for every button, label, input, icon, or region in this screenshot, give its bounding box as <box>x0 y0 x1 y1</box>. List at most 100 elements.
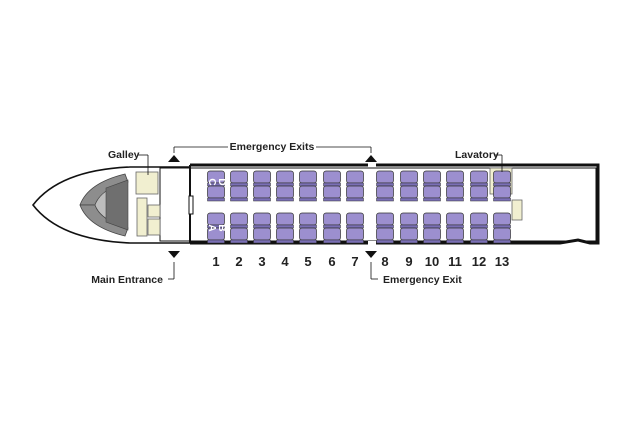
exit-arrow-up-icon <box>365 155 377 162</box>
seat-back <box>253 239 271 244</box>
seat-back <box>400 197 418 202</box>
seat[interactable] <box>323 185 341 202</box>
seat[interactable] <box>493 170 511 187</box>
seat[interactable] <box>446 170 464 187</box>
main-entrance-label: Main Entrance <box>91 274 163 286</box>
seat-cushion <box>376 185 394 199</box>
seat[interactable] <box>230 185 248 202</box>
seat[interactable] <box>299 227 317 244</box>
seat[interactable] <box>400 227 418 244</box>
seat-back <box>323 224 341 229</box>
seat[interactable] <box>207 227 225 244</box>
seat[interactable] <box>253 212 271 229</box>
seat[interactable] <box>207 212 225 229</box>
seat-back <box>400 239 418 244</box>
seat[interactable] <box>299 185 317 202</box>
seat-cushion <box>423 212 441 226</box>
seat[interactable] <box>446 227 464 244</box>
seat-cushion <box>493 212 511 226</box>
seat-back <box>493 224 511 229</box>
seat[interactable] <box>230 170 248 187</box>
seat-cushion <box>230 227 248 241</box>
seat[interactable] <box>376 212 394 229</box>
seat-back <box>276 224 294 229</box>
seat-cushion <box>230 185 248 199</box>
seat[interactable] <box>423 227 441 244</box>
seat[interactable] <box>253 185 271 202</box>
seat-back <box>470 182 488 187</box>
seat[interactable] <box>253 170 271 187</box>
seat[interactable] <box>346 170 364 187</box>
seat[interactable] <box>400 170 418 187</box>
seat[interactable] <box>323 212 341 229</box>
seat-back <box>470 197 488 202</box>
seat[interactable] <box>230 212 248 229</box>
seat-back <box>423 239 441 244</box>
seat-cushion <box>276 185 294 199</box>
seat[interactable] <box>493 185 511 202</box>
seat[interactable] <box>400 185 418 202</box>
seat[interactable] <box>299 212 317 229</box>
seat-back <box>446 182 464 187</box>
seat-cushion <box>276 227 294 241</box>
seat[interactable] <box>346 227 364 244</box>
seat[interactable] <box>230 227 248 244</box>
seat-back <box>446 197 464 202</box>
seat-cushion <box>299 227 317 241</box>
seat[interactable] <box>346 185 364 202</box>
seat[interactable] <box>423 212 441 229</box>
seat-back <box>253 197 271 202</box>
seat-cushion <box>470 170 488 184</box>
seat[interactable] <box>299 170 317 187</box>
cockpit-windows <box>79 173 129 237</box>
seat[interactable] <box>493 227 511 244</box>
seat[interactable] <box>470 212 488 229</box>
seat[interactable] <box>207 185 225 202</box>
seat-back <box>346 224 364 229</box>
seat-back <box>346 182 364 187</box>
seat[interactable] <box>253 227 271 244</box>
seat-cushion <box>253 185 271 199</box>
seat-back <box>376 197 394 202</box>
seat-letter-a: A <box>206 224 217 231</box>
seat[interactable] <box>276 212 294 229</box>
seat[interactable] <box>276 227 294 244</box>
seat[interactable] <box>470 170 488 187</box>
seat[interactable] <box>323 227 341 244</box>
seat[interactable] <box>493 212 511 229</box>
seat[interactable] <box>323 170 341 187</box>
seat-back <box>400 224 418 229</box>
seat-back <box>423 224 441 229</box>
seat[interactable] <box>400 212 418 229</box>
seat-back <box>230 239 248 244</box>
seat[interactable] <box>470 227 488 244</box>
seat-back <box>299 197 317 202</box>
seat-back <box>423 197 441 202</box>
seat[interactable] <box>276 185 294 202</box>
seat-back <box>400 182 418 187</box>
seat-back <box>376 239 394 244</box>
seat[interactable] <box>446 185 464 202</box>
seat[interactable] <box>470 185 488 202</box>
seat[interactable] <box>376 185 394 202</box>
seat[interactable] <box>423 170 441 187</box>
seat-cushion <box>230 212 248 226</box>
seat[interactable] <box>423 185 441 202</box>
row-number: 5 <box>304 254 311 269</box>
main-entrance-callout: Main Entrance <box>91 251 180 286</box>
seat[interactable] <box>346 212 364 229</box>
seat-cushion <box>323 227 341 241</box>
seat[interactable] <box>376 227 394 244</box>
seat-letters: C D A B <box>206 178 227 231</box>
seat-back <box>230 224 248 229</box>
emergency-exits-label: Emergency Exits <box>230 141 315 153</box>
seat-cushion <box>207 212 225 226</box>
seat[interactable] <box>276 170 294 187</box>
seat-back <box>299 182 317 187</box>
emergency-exit-label: Emergency Exit <box>383 274 462 286</box>
seat[interactable] <box>376 170 394 187</box>
seat-back <box>207 239 225 244</box>
seat-cushion <box>346 212 364 226</box>
seat[interactable] <box>446 212 464 229</box>
seat-cushion <box>323 170 341 184</box>
